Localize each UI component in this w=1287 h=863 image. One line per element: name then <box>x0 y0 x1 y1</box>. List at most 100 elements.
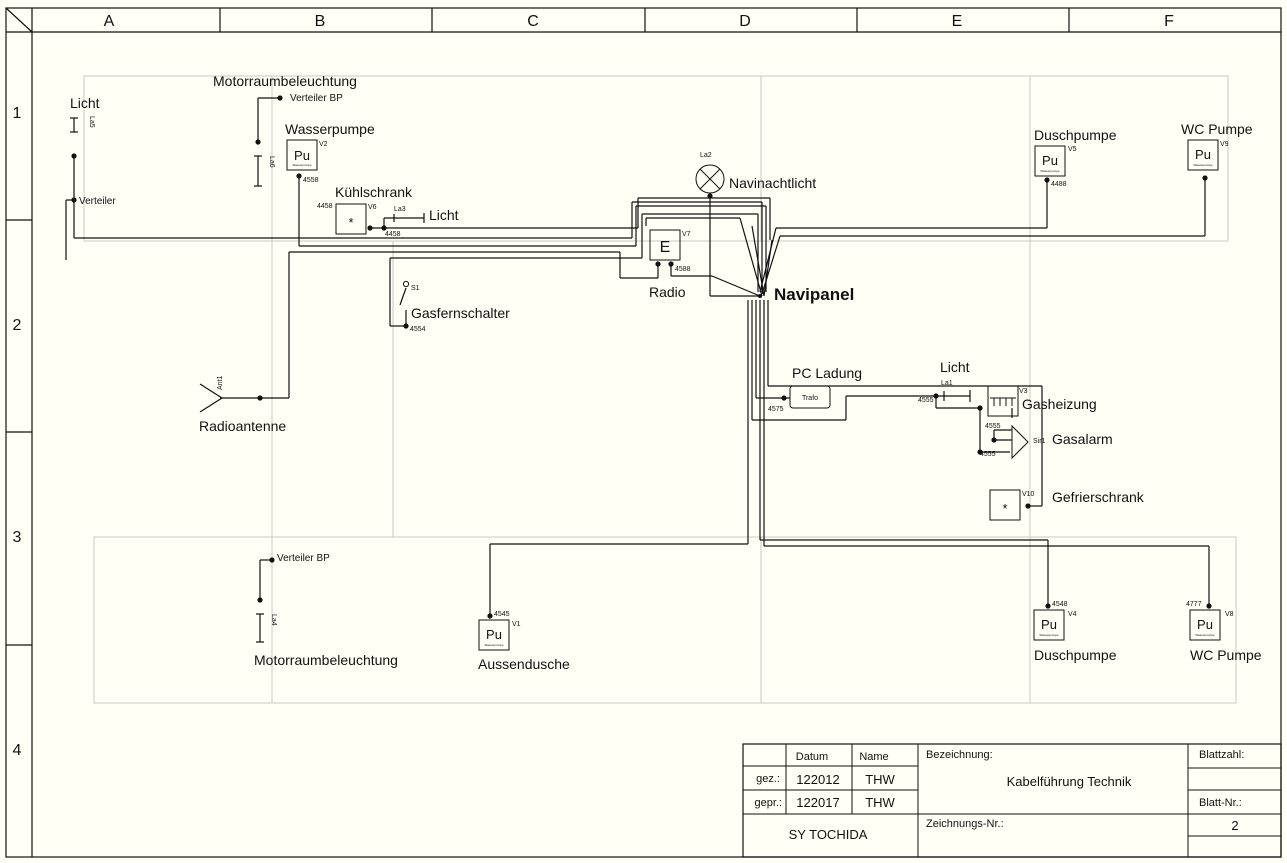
label-la4: La4 <box>270 614 277 626</box>
tb-vessel: SY TOCHIDA <box>789 827 868 842</box>
radio-unit: E <box>649 229 681 261</box>
pump-subtext: Wasserpumpe <box>1195 633 1215 637</box>
switch-contact <box>402 280 410 288</box>
zone-boxes <box>83 75 1237 704</box>
label-4588: 4588 <box>675 266 691 273</box>
pump-aussendusche: Pu Wasserpumpe <box>478 619 510 651</box>
pump-subtext: Wasserpumpe <box>1040 169 1060 173</box>
pump-wc-bottom: Pu Wasserpumpe <box>1189 609 1221 641</box>
label-licht-left: Licht <box>70 95 100 111</box>
siren-icon <box>1011 424 1029 460</box>
tb-gepr-name: THW <box>865 795 895 810</box>
label-navinachtlicht: Navinachtlicht <box>729 175 816 191</box>
label-v5: V5 <box>1068 146 1077 153</box>
label-navipanel: Navipanel <box>774 285 854 304</box>
label-v9: V9 <box>1220 141 1229 148</box>
navipanel-node <box>758 294 762 298</box>
column-labels: A B C D E F <box>104 13 1174 30</box>
pump-subtext: Wasserpumpe <box>484 643 504 647</box>
drawing-frame <box>5 7 1282 858</box>
label-v2: V2 <box>319 141 328 148</box>
column-label-b: B <box>315 13 326 30</box>
label-radioantenne: Radioantenne <box>199 418 286 434</box>
label-gasheizung: Gasheizung <box>1022 396 1097 412</box>
label-4554: 4554 <box>410 326 426 333</box>
pump-symbol-text: Pu <box>1041 617 1057 632</box>
component-labels: Motorraumbeleuchtung Verteiler BP Licht … <box>70 73 1262 672</box>
tb-blatt-nr: 2 <box>1231 818 1238 833</box>
fridge-kuehlschrank: * <box>335 203 367 235</box>
snowflake-icon: * <box>348 215 353 230</box>
pump-symbol-text: Pu <box>1042 153 1058 168</box>
label-v10: V10 <box>1022 491 1035 498</box>
label-4488: 4488 <box>1051 181 1067 188</box>
label-la1: La1 <box>941 380 953 387</box>
column-label-c: C <box>527 13 539 30</box>
label-4555b: 4555 <box>985 423 1001 430</box>
tb-blattzahl-label: Blattzahl: <box>1199 749 1244 761</box>
tb-bezeichnung-label: Bezeichnung: <box>926 749 993 761</box>
title-block: Datum Name Bezeichnung: Blattzahl: gez.:… <box>742 743 1282 858</box>
row-labels: 1 2 3 4 <box>13 105 22 759</box>
label-wasserpumpe: Wasserpumpe <box>285 121 375 137</box>
pump-subtext: Wasserpumpe <box>1039 633 1059 637</box>
tb-name-header: Name <box>859 751 888 763</box>
label-gefrierschrank: Gefrierschrank <box>1052 489 1145 505</box>
pump-symbol-text: Pu <box>486 627 502 642</box>
label-verteiler: Verteiler <box>79 196 116 207</box>
label-aussendusche: Aussendusche <box>478 656 570 672</box>
label-s1: S1 <box>411 285 420 292</box>
tb-title: Kabelführung Technik <box>1007 774 1132 789</box>
label-v1: V1 <box>512 621 521 628</box>
pump-wasserpumpe: Pu Wasserpumpe <box>286 139 318 171</box>
trafo-label: Trafo <box>802 395 818 402</box>
label-4558: 4558 <box>303 177 319 184</box>
pump-symbol-text: Pu <box>1195 147 1211 162</box>
pump-duschpumpe-bottom: Pu Wasserpumpe <box>1033 609 1065 641</box>
trafo-unit: Trafo <box>789 385 831 409</box>
snowflake-icon: * <box>1002 501 1007 516</box>
row-label-1: 1 <box>13 105 22 122</box>
column-label-e: E <box>952 13 963 30</box>
tb-gepr-datum: 122017 <box>796 795 839 810</box>
label-v6: V6 <box>368 204 377 211</box>
label-gasalarm: Gasalarm <box>1052 431 1113 447</box>
label-duschpumpe-top: Duschpumpe <box>1034 127 1117 143</box>
label-gasfernschalter: Gasfernschalter <box>411 305 510 321</box>
row-label-2: 2 <box>13 317 22 334</box>
label-licht-mid: Licht <box>429 207 459 223</box>
label-la2: La2 <box>700 152 712 159</box>
label-la3: La3 <box>394 206 406 213</box>
tb-blatt-nr-label: Blatt-Nr.: <box>1199 797 1242 809</box>
label-4458a: 4458 <box>317 203 333 210</box>
pump-subtext: Wasserpumpe <box>1193 163 1213 167</box>
label-4555a: 4555 <box>918 397 934 404</box>
label-motorraumbeleuchtung-bottom: Motorraumbeleuchtung <box>254 652 398 668</box>
label-verteiler-bp-bottom: Verteiler BP <box>277 553 330 564</box>
label-4458b: 4458 <box>385 231 401 238</box>
label-v7: V7 <box>682 231 691 238</box>
junction-dots <box>71 95 1212 619</box>
label-la6: La6 <box>268 156 275 168</box>
radio-symbol: E <box>660 239 671 256</box>
row-label-3: 3 <box>13 529 22 546</box>
column-label-a: A <box>104 13 115 30</box>
label-4548: 4548 <box>1052 601 1068 608</box>
label-4575: 4575 <box>768 406 784 413</box>
label-4555c: 4555 <box>980 451 996 458</box>
label-ant1: Ant1 <box>217 375 224 390</box>
label-v4: V4 <box>1068 611 1077 618</box>
label-radio: Radio <box>649 284 686 300</box>
pump-wc-top: Pu Wasserpumpe <box>1187 139 1219 171</box>
label-4777: 4777 <box>1186 601 1202 608</box>
label-verteiler-bp-top: Verteiler BP <box>290 93 343 104</box>
tb-gepr-label: gepr.: <box>754 797 782 809</box>
pump-duschpumpe-top: Pu Wasserpumpe <box>1034 145 1066 177</box>
pump-symbol-text: Pu <box>1197 617 1213 632</box>
antenna-icon <box>199 383 223 413</box>
label-la5: La5 <box>88 116 95 128</box>
label-duschpumpe-bottom: Duschpumpe <box>1034 647 1117 663</box>
label-v8: V8 <box>1225 611 1234 618</box>
tb-gez-name: THW <box>865 772 895 787</box>
